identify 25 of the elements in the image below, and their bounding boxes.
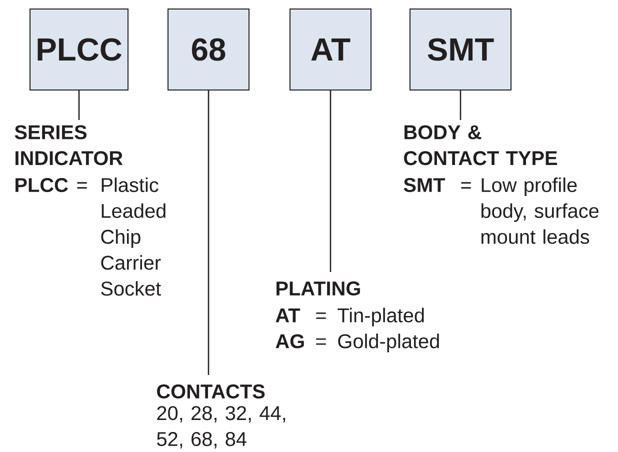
- heading-text: PLATING: [276, 281, 360, 296]
- equals-sign: =: [77, 182, 87, 189]
- heading-text: SERIES INDICATOR: [14, 125, 123, 166]
- equals-sign: =: [316, 338, 326, 345]
- connector-line: [208, 90, 210, 375]
- connector-line: [78, 90, 80, 120]
- connector-line: [330, 90, 332, 272]
- code-text: AT: [276, 308, 300, 322]
- definition-text: Tin-plated: [338, 308, 424, 326]
- code-box: SMT: [410, 8, 512, 90]
- heading-text: CONTACTS: [157, 384, 265, 398]
- heading-text: BODY & CONTACT TYPE: [404, 125, 558, 166]
- equals-sign: =: [461, 182, 471, 189]
- connector-line: [460, 90, 462, 120]
- definition-text: Gold-plated: [338, 334, 439, 352]
- definition-text: 20, 28, 32, 44, 52, 68, 84: [157, 406, 286, 448]
- definition-text: Low profile body, surface mount leads: [481, 177, 599, 244]
- code-box: AT: [290, 8, 372, 90]
- definition-text: Plastic Leaded Chip Carrier Socket: [101, 177, 166, 296]
- equals-sign: =: [316, 312, 326, 319]
- code-text: AG: [276, 334, 304, 348]
- code-text: SMT: [404, 178, 446, 192]
- code-text: PLCC: [16, 178, 68, 192]
- code-box: PLCC: [30, 8, 128, 90]
- code-box: 68: [168, 8, 250, 90]
